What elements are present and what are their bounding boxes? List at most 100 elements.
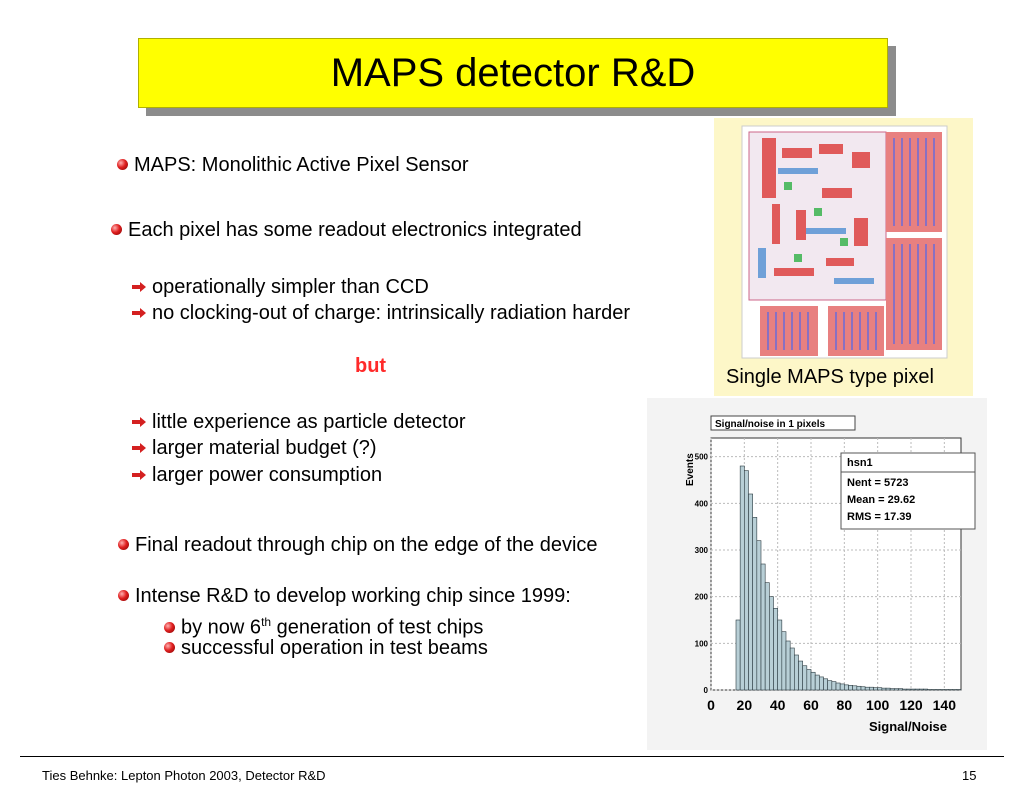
x-axis-label: Signal/Noise: [869, 719, 947, 734]
bullet-text: Each pixel has some readout electronics …: [128, 219, 582, 241]
arrow-item: larger power consumption: [132, 463, 382, 487]
bullet-ball-icon: [111, 224, 122, 236]
histogram-bar: [794, 654, 799, 691]
histogram-bar: [881, 687, 887, 691]
pixel-layout-image: [741, 125, 948, 359]
histogram-bar: [744, 470, 749, 691]
y-axis-label: Events: [685, 453, 696, 486]
arrow-item: larger material budget (?): [132, 436, 377, 460]
histogram-bar: [748, 493, 753, 691]
histogram-bar: [756, 540, 762, 691]
arrow-text: little experience as particle detector: [152, 411, 466, 433]
arrow-text: operationally simpler than CCD: [152, 276, 429, 298]
histogram-chart: Signal/noise in 1 pixels Events Signal/N…: [685, 415, 976, 734]
bullet-ball-icon: [118, 590, 129, 602]
histogram-bar: [806, 669, 812, 691]
stats-mean: Mean = 29.62: [847, 494, 915, 506]
histogram-bar: [923, 688, 928, 691]
histogram-bar: [889, 688, 895, 691]
histogram-bar: [848, 685, 853, 691]
sub-bullet-text: by now 6: [181, 616, 262, 639]
arrow-icon: [132, 416, 146, 427]
histogram-bar: [906, 688, 912, 691]
histogram-bar: [864, 686, 870, 691]
histogram-bar: [902, 688, 908, 691]
y-tick-label: 300: [695, 546, 709, 555]
bullet-maps: MAPS: Monolithic Active Pixel Sensor: [117, 153, 469, 177]
bullet-ball-icon: [164, 642, 175, 654]
histogram-bar: [785, 640, 791, 691]
histogram-bar: [860, 686, 866, 691]
histogram-bar: [814, 674, 820, 691]
arrow-icon: [132, 469, 146, 480]
superscript: th: [261, 615, 272, 629]
bullet-text: MAPS: Monolithic Active Pixel Sensor: [134, 154, 469, 176]
histogram-bar: [773, 608, 778, 691]
y-tick-label: 0: [704, 686, 709, 695]
stats-name: hsn1: [847, 457, 873, 469]
bullet-ball-icon: [164, 621, 175, 633]
but-label: but: [355, 355, 387, 377]
histogram-bar: [839, 683, 845, 691]
histogram-bar: [764, 582, 770, 691]
histogram-bar: [789, 647, 795, 691]
arrow-text: larger material budget (?): [152, 437, 377, 459]
arrow-item: no clocking-out of charge: intrinsically…: [132, 301, 630, 325]
sub-bullet-text: successful operation in test beams: [181, 637, 488, 659]
y-tick-label: 200: [695, 593, 709, 602]
histogram-bar: [910, 688, 916, 691]
histogram-bar: [777, 619, 783, 691]
histogram-title: Signal/noise in 1 pixels: [715, 419, 825, 430]
x-tick-label: 140: [933, 697, 957, 713]
histogram-bar: [835, 682, 841, 691]
sub-bullet: by now 6th generation of test chips: [164, 610, 483, 640]
histogram-bar: [919, 688, 924, 691]
y-tick-label: 400: [695, 499, 709, 508]
histogram-bar: [894, 688, 899, 691]
stats-nent: Nent = 5723: [847, 477, 908, 489]
histogram-bar: [802, 665, 808, 691]
histogram-bar: [856, 685, 862, 691]
histogram-bar: [869, 686, 874, 691]
x-tick-label: 80: [837, 697, 853, 713]
x-tick-label: 20: [737, 697, 753, 713]
arrow-text: no clocking-out of charge: intrinsically…: [152, 302, 631, 324]
histogram-bar: [735, 619, 741, 691]
arrow-icon: [132, 307, 146, 318]
histogram-bar: [752, 517, 758, 691]
histogram-bar: [827, 680, 833, 691]
page-number: 15: [962, 768, 977, 783]
sub-bullet-text: generation of test chips: [271, 616, 484, 639]
histogram-bar: [810, 671, 816, 691]
histogram-bar: [831, 681, 837, 691]
arrow-icon: [132, 442, 146, 453]
histogram-bar: [739, 465, 745, 691]
bullet-readout: Each pixel has some readout electronics …: [111, 218, 582, 242]
histogram-bar: [914, 688, 920, 691]
arrow-item: operationally simpler than CCD: [132, 275, 429, 299]
y-tick-label: 500: [695, 453, 709, 462]
histogram-bar: [823, 678, 828, 691]
x-tick-label: 0: [707, 697, 715, 713]
histogram-bar: [844, 684, 849, 691]
histogram-bar: [798, 660, 803, 691]
histogram-bar: [819, 676, 824, 691]
x-tick-label: 60: [803, 697, 819, 713]
arrow-item: little experience as particle detector: [132, 410, 466, 434]
histogram-bar: [885, 687, 891, 691]
arrow-icon: [132, 281, 146, 292]
bullet-text: Final readout through chip on the edge o…: [135, 534, 598, 556]
pixel-caption: Single MAPS type pixel: [726, 366, 934, 388]
pixel-layout-panel: [714, 118, 973, 396]
stats-rms: RMS = 17.39: [847, 511, 912, 523]
histogram-bar: [898, 688, 903, 691]
bullet-ball-icon: [118, 539, 129, 551]
histogram-bar: [769, 596, 774, 691]
arrow-text: larger power consumption: [152, 464, 383, 486]
sub-bullet: successful operation in test beams: [164, 636, 488, 660]
slide-title: MAPS detector R&D: [330, 50, 696, 95]
histogram-title-box: [710, 415, 856, 431]
title-box: MAPS detector R&D: [138, 38, 888, 108]
stats-box: [840, 452, 976, 530]
footer-credit: Ties Behnke: Lepton Photon 2003, Detecto…: [42, 768, 326, 783]
